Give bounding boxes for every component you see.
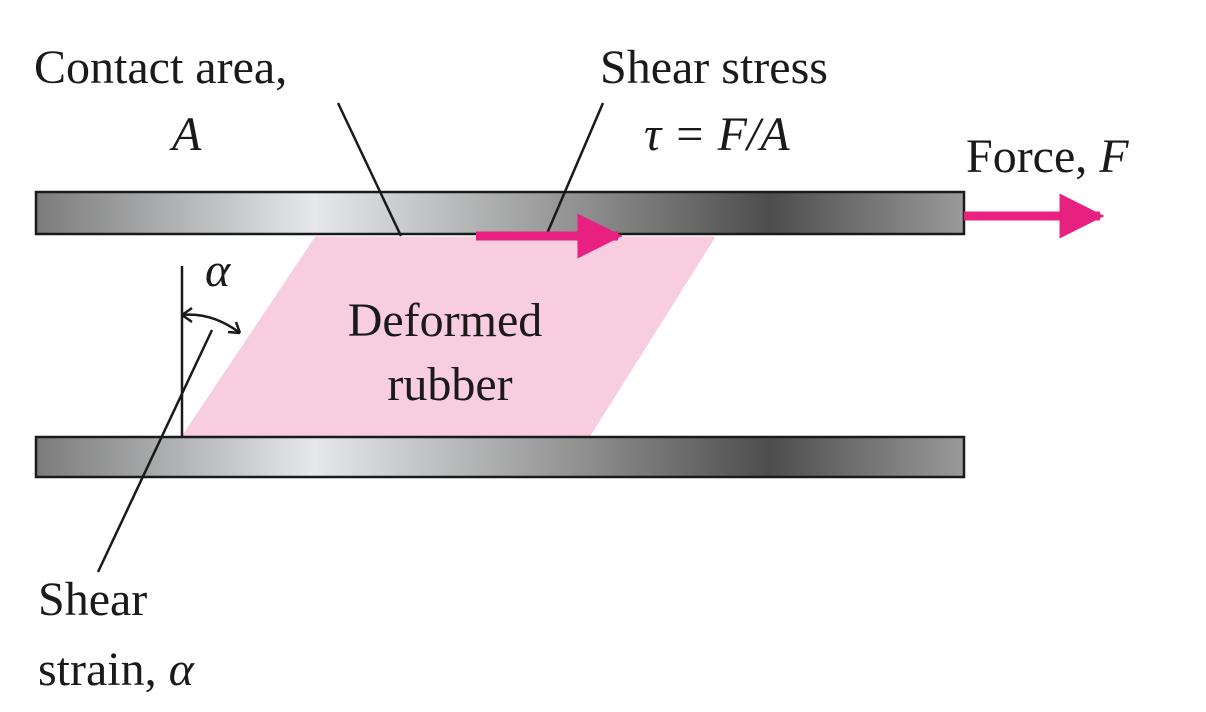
top-plate <box>34 190 966 236</box>
shear-strain-label-line1: Shear <box>38 573 147 626</box>
strain-alpha-symbol: α <box>169 643 195 696</box>
contact-area-leader <box>336 102 403 237</box>
force-label: Force, F <box>966 130 1129 183</box>
tau-symbol: τ <box>644 108 663 161</box>
formula-rest: = F/A <box>661 108 790 161</box>
shear-strain-label-line2: strain, α <box>38 643 195 696</box>
alpha-angle-label: α <box>205 244 231 297</box>
contact-area-symbol: A <box>169 108 202 161</box>
shear-stress-leader <box>544 102 605 237</box>
angle-arc-arrowhead-left <box>181 306 193 324</box>
shear-stress-label: Shear stress <box>600 41 828 94</box>
rubber-label-line2: rubber <box>387 358 512 411</box>
shear-stress-formula: τ = F/A <box>644 108 790 161</box>
force-text: Force, <box>966 130 1099 183</box>
force-symbol: F <box>1098 130 1129 183</box>
bottom-plate <box>34 435 966 479</box>
rubber-label-line1: Deformed <box>348 294 543 347</box>
contact-area-label: Contact area, <box>34 41 287 94</box>
angle-arc <box>181 313 241 335</box>
shear-strain-leader <box>96 329 214 573</box>
strain-text: strain, <box>38 643 169 696</box>
angle-arc-arrowhead-right <box>227 321 242 335</box>
